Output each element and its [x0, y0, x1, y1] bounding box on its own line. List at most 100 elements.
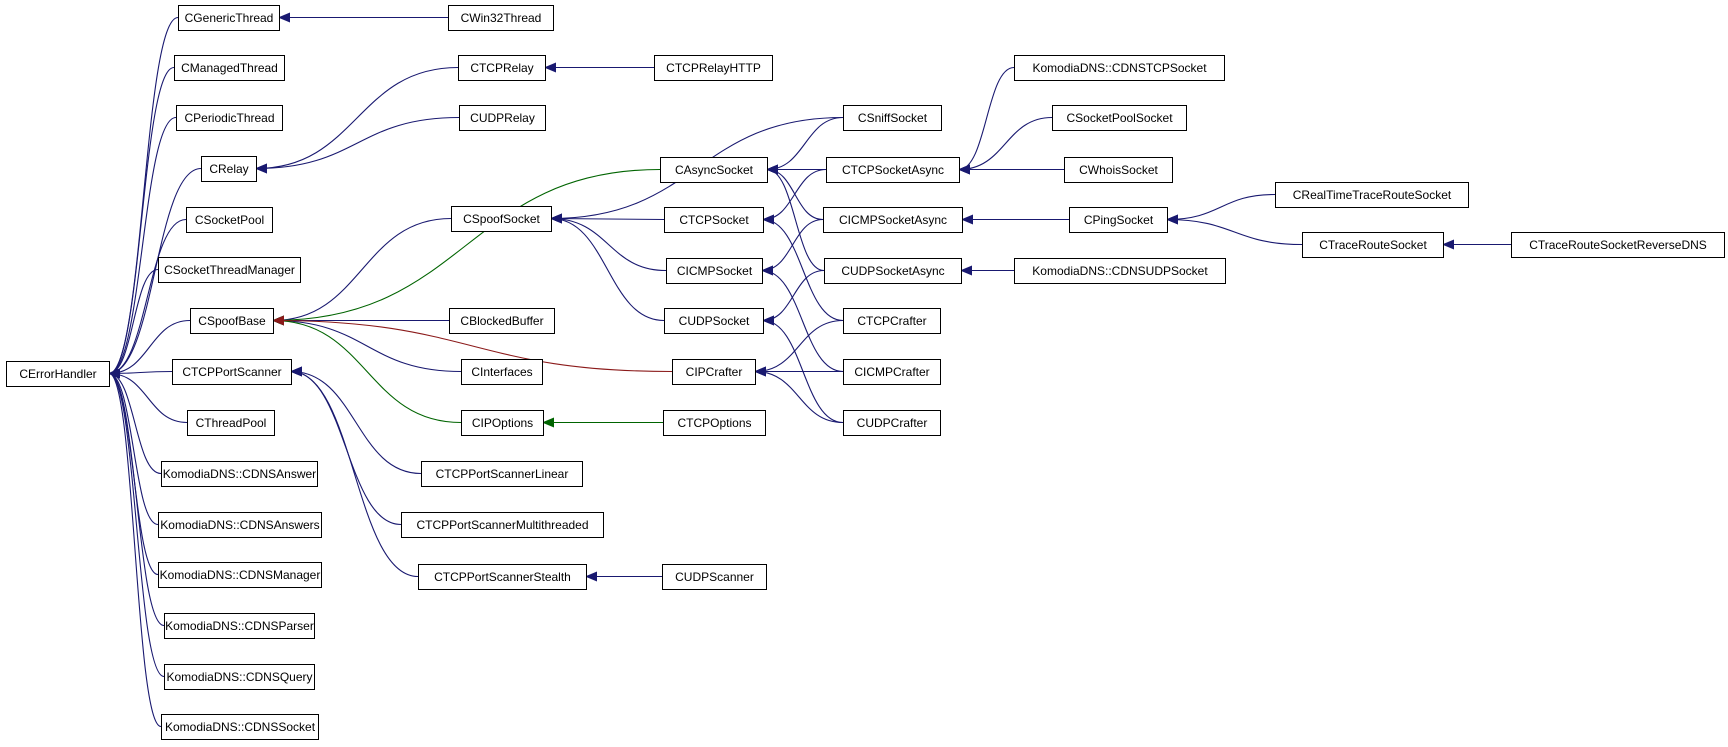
- class-node-ctcpsocket[interactable]: CTCPSocket: [664, 207, 764, 233]
- edge-cdnsanswers-to-cerrorhandler: [108, 368, 159, 526]
- inheritance-edges: [108, 12, 1511, 728]
- class-label: CTCPSocket: [679, 213, 749, 227]
- class-label: CIPOptions: [472, 416, 533, 430]
- class-box: [1064, 157, 1173, 183]
- class-node-cdnsmanager[interactable]: KomodiaDNS::CDNSManager: [158, 562, 322, 588]
- class-node-cicmpsocket[interactable]: CICMPSocket: [666, 258, 763, 284]
- class-node-cdnsanswers[interactable]: KomodiaDNS::CDNSAnswers: [158, 512, 322, 538]
- class-box: [843, 359, 941, 385]
- class-box: [164, 664, 315, 690]
- class-node-cdnsquery[interactable]: KomodiaDNS::CDNSQuery: [164, 664, 315, 690]
- class-node-cinterfaces[interactable]: CInterfaces: [461, 359, 543, 385]
- class-node-cdnssocket[interactable]: KomodiaDNS::CDNSSocket: [161, 714, 319, 740]
- edge-cdnsparser-to-cerrorhandler: [108, 368, 165, 627]
- class-node-cperiodicthread[interactable]: CPeriodicThread: [176, 105, 283, 131]
- class-label: CPingSocket: [1084, 213, 1154, 227]
- class-node-cipoptions[interactable]: CIPOptions: [461, 410, 544, 436]
- class-box: [451, 206, 552, 232]
- class-node-cwin32thread[interactable]: CWin32Thread: [448, 5, 554, 31]
- class-node-csocketthreadmanager[interactable]: CSocketThreadManager: [158, 257, 301, 283]
- class-box: [164, 613, 315, 639]
- edge-crealtimetraceroutesocket-to-cpingsocket: [1166, 193, 1276, 225]
- class-node-cblockedbuffer[interactable]: CBlockedBuffer: [449, 308, 555, 334]
- class-node-ctcprelay[interactable]: CTCPRelay: [458, 55, 546, 81]
- class-node-cpingsocket[interactable]: CPingSocket: [1069, 207, 1168, 233]
- class-node-ctcpportscannermultithreaded[interactable]: CTCPPortScannerMultithreaded: [401, 512, 604, 538]
- class-node-cspoofbase[interactable]: CSpoofBase: [190, 308, 274, 334]
- class-label: CThreadPool: [196, 416, 267, 430]
- class-node-crealtimetraceroutesocket[interactable]: CRealTimeTraceRouteSocket: [1275, 182, 1469, 208]
- class-label: CUDPScanner: [675, 570, 754, 584]
- class-node-cdnsanswer[interactable]: KomodiaDNS::CDNSAnswer: [161, 461, 318, 487]
- class-node-casyncsocket[interactable]: CAsyncSocket: [660, 157, 768, 183]
- edge-cdnsquery-to-cerrorhandler: [108, 368, 165, 678]
- class-label: CUDPCrafter: [857, 416, 928, 430]
- class-node-cudpsocket[interactable]: CUDPSocket: [664, 308, 764, 334]
- class-node-ctraceroutesocket[interactable]: CTraceRouteSocket: [1302, 232, 1444, 258]
- class-label: CBlockedBuffer: [460, 314, 543, 328]
- class-node-csocketpool[interactable]: CSocketPool: [186, 207, 273, 233]
- class-box: [826, 157, 960, 183]
- class-node-cspoofsocket[interactable]: CSpoofSocket: [451, 206, 552, 232]
- class-node-csniffsocket[interactable]: CSniffSocket: [843, 105, 942, 131]
- edge-cipcrafter-to-cspoofbase: [272, 315, 673, 373]
- class-node-ctcpportscannerstealth[interactable]: CTCPPortScannerStealth: [418, 564, 587, 590]
- class-node-cudpscanner[interactable]: CUDPScanner: [662, 564, 767, 590]
- class-label: CTCPRelayHTTP: [666, 61, 761, 75]
- class-label: CIPCrafter: [686, 365, 743, 379]
- class-box: [458, 55, 546, 81]
- class-box: [158, 512, 322, 538]
- class-node-cthreadpool[interactable]: CThreadPool: [187, 410, 275, 436]
- class-node-ctcpportscanner[interactable]: CTCPPortScanner: [172, 359, 292, 385]
- class-node-cmanagedthread[interactable]: CManagedThread: [174, 55, 285, 81]
- class-node-ctcpsocketasync[interactable]: CTCPSocketAsync: [826, 157, 960, 183]
- class-label: CErrorHandler: [19, 367, 96, 381]
- class-node-ctcpoptions[interactable]: CTCPOptions: [663, 410, 766, 436]
- class-label: KomodiaDNS::CDNSSocket: [165, 720, 316, 734]
- class-node-cudpsocketasync[interactable]: CUDPSocketAsync: [824, 258, 962, 284]
- class-node-cerrorhandler[interactable]: CErrorHandler: [6, 361, 110, 387]
- class-node-cdnstcpsocket[interactable]: KomodiaDNS::CDNSTCPSocket: [1014, 55, 1225, 81]
- class-box: [666, 258, 763, 284]
- class-label: CUDPSocketAsync: [841, 264, 944, 278]
- class-node-ctcpportscannerlinear[interactable]: CTCPPortScannerLinear: [421, 461, 583, 487]
- class-box: [401, 512, 604, 538]
- class-label: CPeriodicThread: [184, 111, 274, 125]
- class-label: CTCPCrafter: [857, 314, 926, 328]
- edge-cipoptions-to-cspoofbase: [272, 315, 462, 424]
- class-box: [421, 461, 583, 487]
- class-node-cudprelay[interactable]: CUDPRelay: [459, 105, 546, 131]
- class-label: CSocketPool: [195, 213, 264, 227]
- class-box: [843, 308, 941, 334]
- edge-cudpsocket-to-cspoofsocket: [550, 213, 665, 322]
- class-node-ctraceroutesocketreversedns[interactable]: CTraceRouteSocketReverseDNS: [1511, 232, 1725, 258]
- edge-csocketpool-to-cerrorhandler: [108, 218, 187, 379]
- class-node-cdnsudpsocket[interactable]: KomodiaDNS::CDNSUDPSocket: [1014, 258, 1226, 284]
- edge-ctraceroutesocket-to-cpingsocket: [1166, 214, 1303, 246]
- class-box: [654, 55, 773, 81]
- edge-csocketpoolsocket-to-ctcpsocketasync: [958, 116, 1053, 175]
- class-box: [1014, 258, 1226, 284]
- edge-cudprelay-to-crelay: [255, 116, 460, 174]
- edge-cspoofbase-to-cerrorhandler: [108, 319, 191, 379]
- edge-cudpcrafter-to-cipcrafter: [754, 366, 844, 424]
- class-box: [158, 562, 322, 588]
- class-box: [178, 5, 280, 31]
- class-node-cgenericthread[interactable]: CGenericThread: [178, 5, 280, 31]
- class-node-csocketpoolsocket[interactable]: CSocketPoolSocket: [1052, 105, 1187, 131]
- class-label: CGenericThread: [185, 11, 274, 25]
- class-node-ctcprelayhttp[interactable]: CTCPRelayHTTP: [654, 55, 773, 81]
- class-node-cudpcrafter[interactable]: CUDPCrafter: [843, 410, 941, 436]
- class-node-cdnsparser[interactable]: KomodiaDNS::CDNSParser: [164, 613, 315, 639]
- class-node-cicmpsocketasync[interactable]: CICMPSocketAsync: [823, 207, 963, 233]
- class-node-crelay[interactable]: CRelay: [201, 156, 257, 182]
- class-node-cwhoissocket[interactable]: CWhoisSocket: [1064, 157, 1173, 183]
- class-box: [186, 207, 273, 233]
- class-box: [1511, 232, 1725, 258]
- edge-casyncsocket-to-cspoofbase: [272, 168, 661, 326]
- class-node-ctcpcrafter[interactable]: CTCPCrafter: [843, 308, 941, 334]
- class-node-cipcrafter[interactable]: CIPCrafter: [672, 359, 756, 385]
- class-label: CTraceRouteSocketReverseDNS: [1529, 238, 1707, 252]
- class-node-cicmpcrafter[interactable]: CICMPCrafter: [843, 359, 941, 385]
- class-box: [201, 156, 257, 182]
